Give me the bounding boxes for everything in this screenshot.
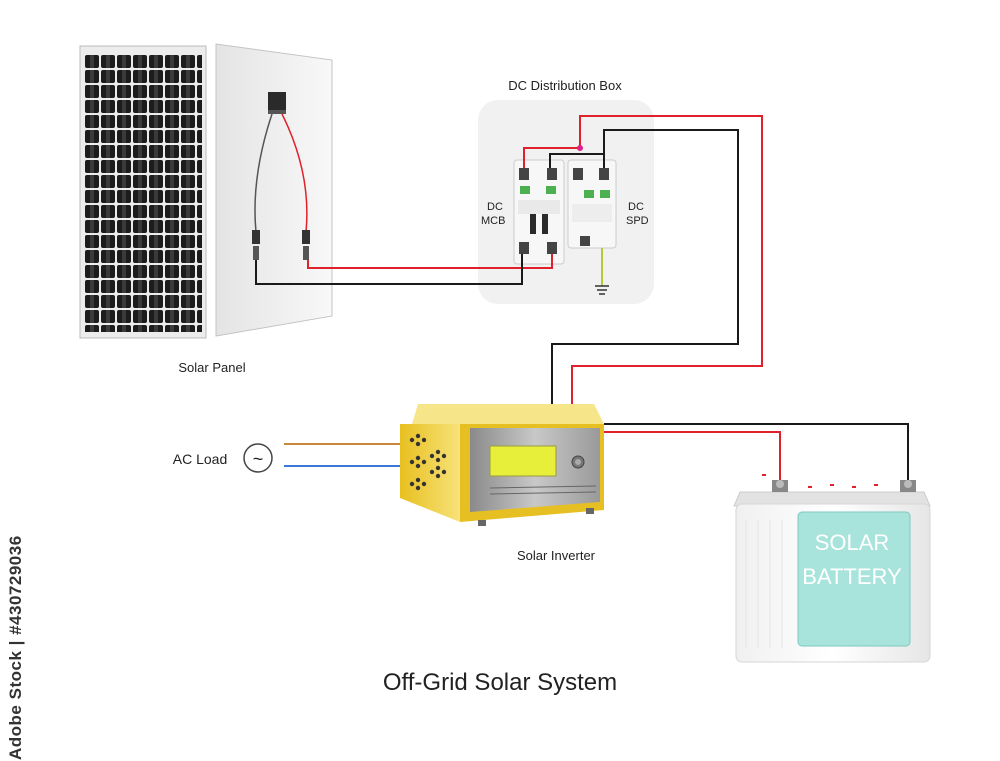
stock-watermark: Adobe Stock | #430729036 <box>6 535 25 760</box>
mcb-label-line2: MCB <box>481 215 505 227</box>
junction-box <box>268 92 286 110</box>
spd-label-line2: SPD <box>626 215 649 227</box>
inverter-screen <box>489 445 557 477</box>
diagram-title: Off-Grid Solar System <box>383 669 617 696</box>
ac-symbol: ~ <box>253 449 264 469</box>
battery-negative-terminal <box>900 480 916 492</box>
battery-label-panel <box>797 511 911 647</box>
dc-negative-output-wire <box>551 129 739 406</box>
dc-distribution-box: DC MCB DC SPD <box>478 100 654 304</box>
spd-label-line1: DC <box>628 201 644 213</box>
ac-load-label: AC Load <box>173 451 227 467</box>
ac-load: ~ <box>243 443 273 473</box>
solar-battery: SOLAR BATTERY <box>733 474 931 663</box>
solar-inverter-label: Solar Inverter <box>517 548 596 563</box>
wiring <box>255 115 909 484</box>
mcb-label-line1: DC <box>487 201 503 213</box>
battery-positive-terminal <box>772 480 788 492</box>
dc-mcb <box>513 159 565 265</box>
distribution-box-label: DC Distribution Box <box>508 78 622 93</box>
ac-source-icon <box>243 443 273 473</box>
pv-positive-wire <box>307 254 553 269</box>
dc-spd <box>567 159 617 249</box>
solar-cells <box>84 54 202 332</box>
battery-negative-wire <box>604 423 909 484</box>
solar-inverter <box>400 404 604 526</box>
battery-positive-wire <box>604 431 781 484</box>
battery-label-line2: BATTERY <box>802 564 902 589</box>
battery-label-line1: SOLAR <box>815 530 890 555</box>
ground-icon <box>595 285 609 295</box>
solar-panel <box>79 43 333 339</box>
vent-holes <box>409 433 447 491</box>
pv-negative-wire <box>255 254 523 285</box>
dc-positive-output-wire <box>571 115 763 406</box>
solar-panel-label: Solar Panel <box>178 360 245 375</box>
